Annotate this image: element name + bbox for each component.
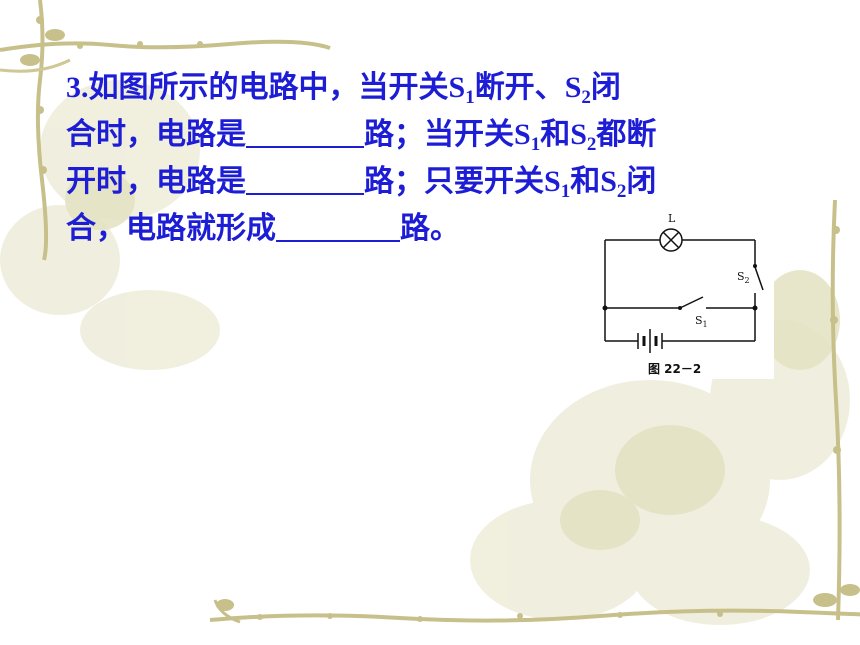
text-segment: 如图所示的电路中，当开关 xyxy=(88,70,449,105)
switch-s2-blade xyxy=(754,266,764,291)
subscript: 2 xyxy=(616,181,627,202)
text-segment: 闭 xyxy=(590,70,621,105)
answer-blank-3[interactable] xyxy=(276,208,400,242)
question-text: 3.如图所示的电路中，当开关S1断开、S2闭 合时，电路是路；当开关S1和S2都… xyxy=(66,64,814,252)
text-segment: 闭 xyxy=(626,164,657,199)
circuit-diagram: L S2 S1 图 22－2 xyxy=(600,205,774,379)
text-segment: 都断 xyxy=(596,117,657,152)
s1-label: S1 xyxy=(695,315,708,331)
s2-subscript: 2 xyxy=(744,276,750,286)
lamp-label: L xyxy=(668,212,676,225)
circuit-svg xyxy=(602,228,764,353)
s1-subscript: 1 xyxy=(702,320,708,330)
switch-contact xyxy=(678,306,682,310)
question-line-3: 开时，电路是路；只要开关S1和S2闭 xyxy=(66,158,814,205)
s2-label: S2 xyxy=(737,271,750,287)
switch-symbol: S xyxy=(564,71,582,104)
subscript: 2 xyxy=(581,87,591,108)
answer-blank-2[interactable] xyxy=(246,161,364,195)
question-line-4: 合，电路就形成 路。 xyxy=(66,205,814,252)
answer-blank-1[interactable] xyxy=(246,114,364,148)
switch-symbol: S xyxy=(600,165,617,198)
s1-letter: S xyxy=(695,314,703,327)
lamp-symbol xyxy=(659,228,683,252)
text-segment: 路。 xyxy=(400,211,460,246)
text-segment: 路；当开关 xyxy=(364,117,514,152)
question-line-2: 合时，电路是路；当开关S1和S2都断 xyxy=(66,111,814,158)
text-segment: 合时，电路是 xyxy=(66,117,246,152)
switch-symbol: S xyxy=(570,118,587,151)
switch-contact xyxy=(753,264,757,268)
text-segment: 开时，电路是 xyxy=(66,164,246,199)
text-segment: 路；只要开关 xyxy=(364,164,544,199)
switch-symbol: S xyxy=(544,165,561,198)
text-segment: 断开、 xyxy=(474,70,565,105)
question-line-1: 3.如图所示的电路中，当开关S1断开、S2闭 xyxy=(66,64,814,111)
battery-symbol xyxy=(637,329,663,353)
subscript: 1 xyxy=(560,181,571,202)
text-segment: 合，电路就形成 xyxy=(66,211,276,246)
switch-symbol: S xyxy=(448,71,466,104)
s2-letter: S xyxy=(737,270,745,283)
text-segment: 和 xyxy=(570,164,601,199)
subscript: 1 xyxy=(530,134,541,155)
question-number: 3. xyxy=(66,71,89,104)
junction-dot xyxy=(602,305,608,311)
figure-caption: 图 22－2 xyxy=(648,362,702,376)
subscript: 2 xyxy=(586,134,597,155)
switch-s1-blade xyxy=(679,296,704,309)
subscript: 1 xyxy=(465,87,475,108)
switch-symbol: S xyxy=(514,118,531,151)
junction-dot xyxy=(752,305,758,311)
text-segment: 和 xyxy=(540,117,571,152)
